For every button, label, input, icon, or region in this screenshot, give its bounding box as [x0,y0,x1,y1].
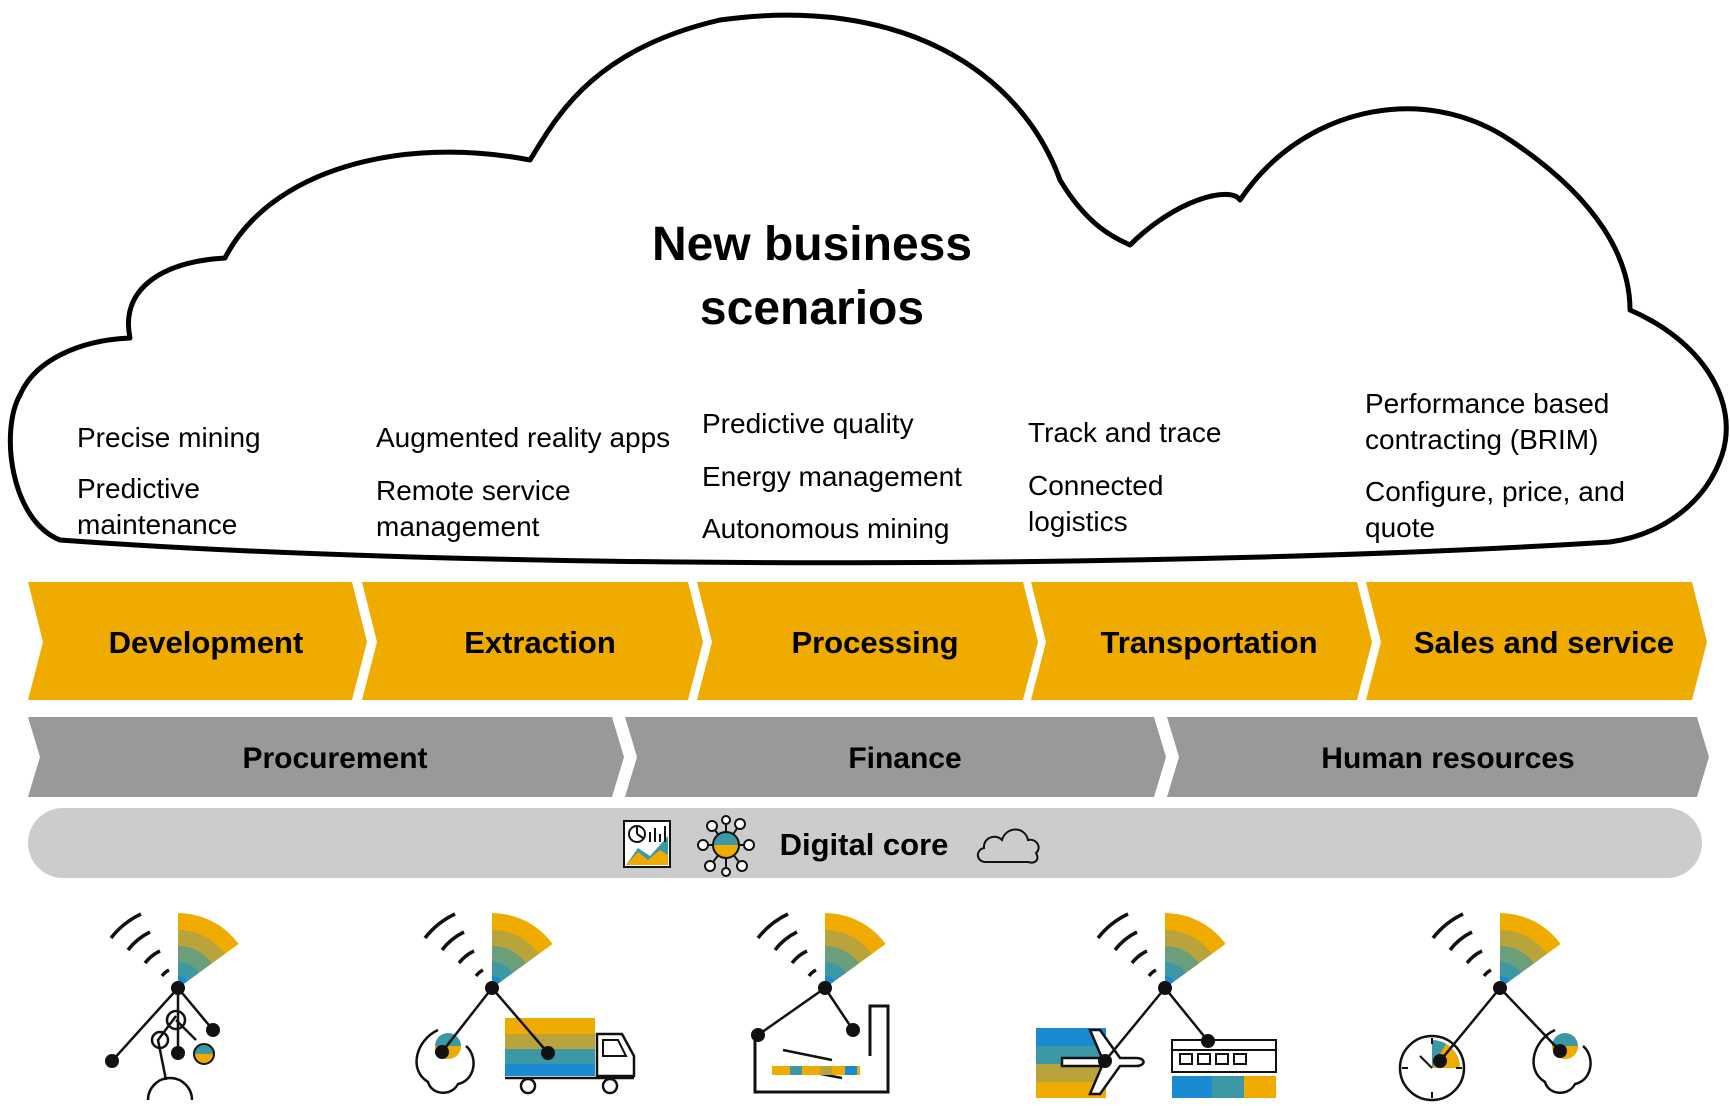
scenario-performance-based-contracting: Performance based [1365,388,1609,419]
support-finance [625,717,1166,797]
iot-service-truck-icon [417,913,636,1095]
support-procurement-label: Procurement [242,742,427,775]
scenario-predictive-quality: Predictive quality [702,408,914,439]
iot-robot-arm-icon [103,913,253,1101]
digital-core-bar [28,808,1702,878]
cloud-outline-icon [976,828,1040,864]
scenario-performance-based-contracting-line2: contracting (BRIM) [1365,424,1598,455]
chevron-extraction [362,582,703,700]
cloud-shape [7,12,1729,566]
cloud-title-line1: New business [652,218,972,271]
support-procurement [28,717,624,797]
chevron-transportation-label: Transportation [1100,625,1317,660]
scenario-track-and-trace: Track and trace [1028,417,1221,448]
chevron-sales-and-service-label: Sales and service [1414,625,1674,660]
scenario-connected-logistics: Connected [1028,470,1163,501]
scenario-connected-logistics-line2: logistics [1028,506,1128,537]
chevron-transportation [1031,582,1372,700]
iot-factory-icon [750,913,900,1094]
support-finance-label: Finance [848,742,961,775]
chevron-processing [697,582,1038,700]
network-hub-icon [697,815,755,877]
scenario-remote-service-management: Remote service [376,475,571,506]
cloud-title-line2: scenarios [700,282,924,335]
analytics-dashboard-icon [623,820,671,868]
scenario-energy-management: Energy management [702,461,962,492]
chevron-development-label: Development [109,625,304,660]
scenario-remote-service-management-line2: management [376,511,540,542]
scenario-configure-price-quote-line2: quote [1365,512,1435,543]
iot-plane-train-icon [1036,913,1277,1098]
scenario-predictive-maintenance: Predictive [77,473,200,504]
iot-clock-service-icon [1398,913,1592,1102]
scenario-configure-price-quote: Configure, price, and [1365,476,1625,507]
chevron-development [28,582,367,700]
scenario-precise-mining: Precise mining [77,422,261,453]
scenario-predictive-maintenance-line2: maintenance [77,509,237,540]
chevron-extraction-label: Extraction [464,625,616,660]
chevron-sales-and-service [1366,582,1707,700]
support-human-resources [1167,717,1709,797]
scenario-autonomous-mining: Autonomous mining [702,513,949,544]
chevron-processing-label: Processing [791,625,958,660]
scenario-augmented-reality-apps: Augmented reality apps [376,422,670,453]
digital-core-label: Digital core [780,827,949,862]
support-human-resources-label: Human resources [1321,742,1574,775]
